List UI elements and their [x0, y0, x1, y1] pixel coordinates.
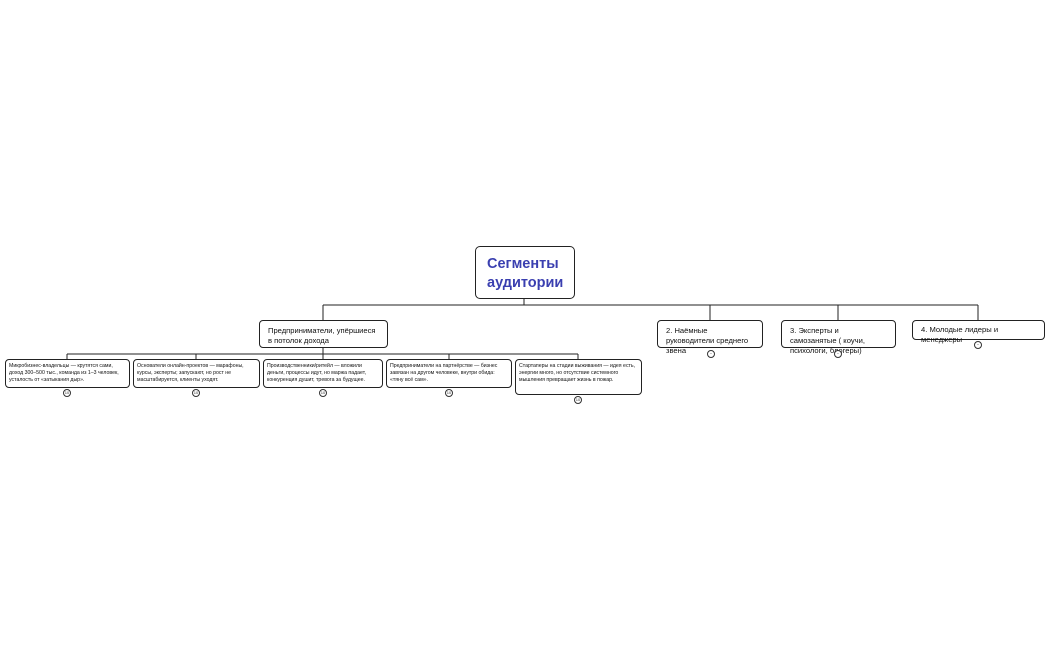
branch-label: Предприниматели, упёршиеся в потолок дох…	[268, 326, 376, 345]
root-title-line-1: Сегменты	[487, 256, 559, 272]
branch-hired-managers[interactable]: 2. Наёмные руководители среднего звена	[657, 320, 763, 355]
root-title-line-2: аудитории	[487, 275, 564, 291]
branch-entrepreneurs[interactable]: Предприниматели, упёршиеся в потолок дох…	[259, 320, 388, 348]
collapse-toggle[interactable]: 10	[445, 389, 453, 397]
leaf-startups[interactable]: Стартаперы на стадии выживания — идея ес…	[515, 359, 642, 395]
collapse-toggle[interactable]: −	[707, 350, 715, 358]
root-node[interactable]: Сегменты аудитории	[475, 246, 575, 299]
branch-young-leaders[interactable]: 4. Молодые лидеры и менеджеры	[912, 320, 1045, 344]
branch-label: 3. Эксперты и самозанятые ( коучи, психо…	[790, 326, 865, 355]
leaf-label: Микробизнес-владельцы — крутятся сами, д…	[9, 363, 119, 384]
collapse-toggle[interactable]: 10	[192, 389, 200, 397]
leaf-label: Производственники/ритейл — вложили деньг…	[267, 363, 366, 384]
leaf-partnership[interactable]: Предприниматели на партнёрстве — бизнес …	[386, 359, 512, 388]
leaf-online-founders[interactable]: Основатели онлайн-проектов — марафоны, к…	[133, 359, 260, 388]
branch-label: 4. Молодые лидеры и менеджеры	[921, 325, 999, 344]
leaf-label: Стартаперы на стадии выживания — идея ес…	[519, 363, 636, 384]
branch-label: 2. Наёмные руководители среднего звена	[666, 326, 749, 355]
collapse-toggle[interactable]: 10	[574, 396, 582, 404]
collapse-toggle[interactable]: −	[974, 341, 982, 349]
leaf-manufacturers[interactable]: Производственники/ритейл — вложили деньг…	[263, 359, 383, 388]
collapse-toggle[interactable]: 10	[63, 389, 71, 397]
collapse-toggle[interactable]: 10	[319, 389, 327, 397]
leaf-microbusiness[interactable]: Микробизнес-владельцы — крутятся сами, д…	[5, 359, 130, 388]
collapse-toggle[interactable]: −	[834, 350, 842, 358]
branch-experts[interactable]: 3. Эксперты и самозанятые ( коучи, психо…	[781, 320, 896, 355]
leaf-label: Основатели онлайн-проектов — марафоны, к…	[137, 363, 244, 384]
leaf-label: Предприниматели на партнёрстве — бизнес …	[390, 363, 498, 384]
